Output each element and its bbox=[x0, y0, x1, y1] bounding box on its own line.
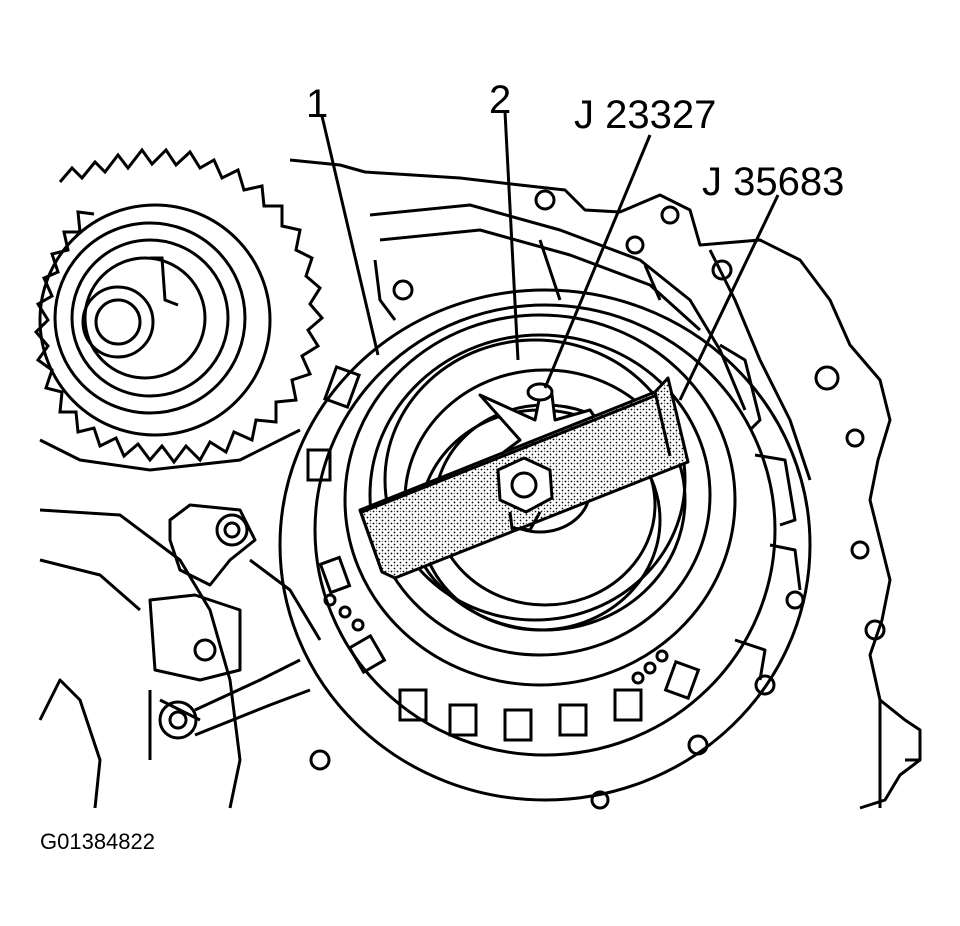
callout-label-1: 1 bbox=[306, 82, 329, 126]
drive-gear bbox=[33, 147, 325, 472]
center-nut bbox=[496, 456, 554, 532]
transmission-case bbox=[289, 158, 922, 810]
callout-tool-j35683: J 35683 bbox=[702, 160, 845, 204]
callout-tool-j23327: J 23327 bbox=[574, 93, 717, 137]
figure-id: G01384822 bbox=[40, 829, 155, 854]
park-linkage bbox=[38, 503, 322, 809]
clutch-housing bbox=[278, 288, 812, 802]
callout-label-2: 2 bbox=[489, 78, 512, 122]
leader-lines bbox=[320, 111, 780, 401]
